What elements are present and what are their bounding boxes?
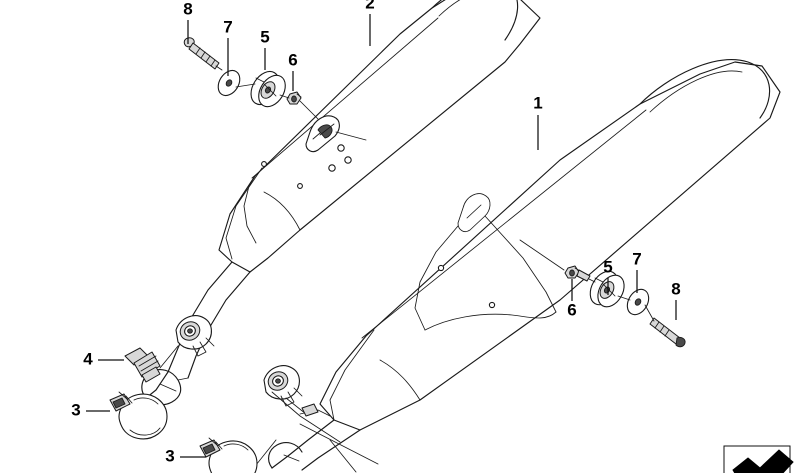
callout-number: 8 [671,279,680,298]
callout-number: 7 [632,249,641,268]
callout-7-left: 7 [223,17,233,76]
axis-right-a [519,239,565,271]
callout-number: 5 [260,27,269,46]
callout-number: 6 [567,300,576,319]
callout-7-right: 7 [632,249,642,293]
flat-washer-right [626,288,650,316]
callout-number: 7 [223,17,232,36]
callout-number: 6 [288,50,297,69]
hex-nut-left [286,91,302,105]
heat-shield-panel-right [414,193,557,331]
callout-6-left: 6 [288,50,298,91]
callout-3-left: 3 [71,400,110,419]
muffler-rear-right [319,59,781,431]
axis-left-c [279,94,290,99]
inlet-pipe-right [251,365,379,473]
callouts-layer: 1 2 3 3 4 5 5 [71,0,680,465]
callout-number: 3 [71,400,80,419]
callout-8-left: 8 [183,0,193,44]
axis-right-d [644,304,655,322]
hex-nut-right [564,265,591,282]
callout-number: 2 [365,0,374,12]
callout-4: 4 [83,349,124,368]
callout-number: 1 [533,93,542,112]
callout-2: 2 [365,0,375,46]
pipe-mount-boss-left [175,315,215,357]
mount-bracket-tab-left [305,115,367,153]
orientation-marker [723,445,794,473]
hex-bolt-left [183,37,220,70]
callout-8-right: 8 [671,279,681,320]
inlet-pipe-left [141,261,251,406]
callout-5-left: 5 [260,27,270,70]
pipe-clamp-right [199,437,258,473]
flat-washer-left [217,69,241,97]
callout-number: 5 [603,257,612,276]
callout-5-right: 5 [603,257,613,295]
axis-right-c [617,295,631,301]
axis-right-b [588,278,596,283]
axis-left-d [299,100,319,120]
axis-left-a [215,65,223,71]
callout-1: 1 [533,93,543,150]
hex-bolt-right [649,317,686,348]
stud-bolt [124,345,179,383]
callout-6-right: 6 [567,279,577,319]
rubber-grommet-left [250,70,286,108]
callout-number: 8 [183,0,192,18]
axis-left-b [235,83,256,88]
pipe-clamp-left [109,391,168,440]
callout-number: 4 [83,349,93,368]
callout-number: 3 [165,446,174,465]
pipe-mount-boss-right [263,365,303,407]
callout-3-bottom: 3 [165,446,206,465]
